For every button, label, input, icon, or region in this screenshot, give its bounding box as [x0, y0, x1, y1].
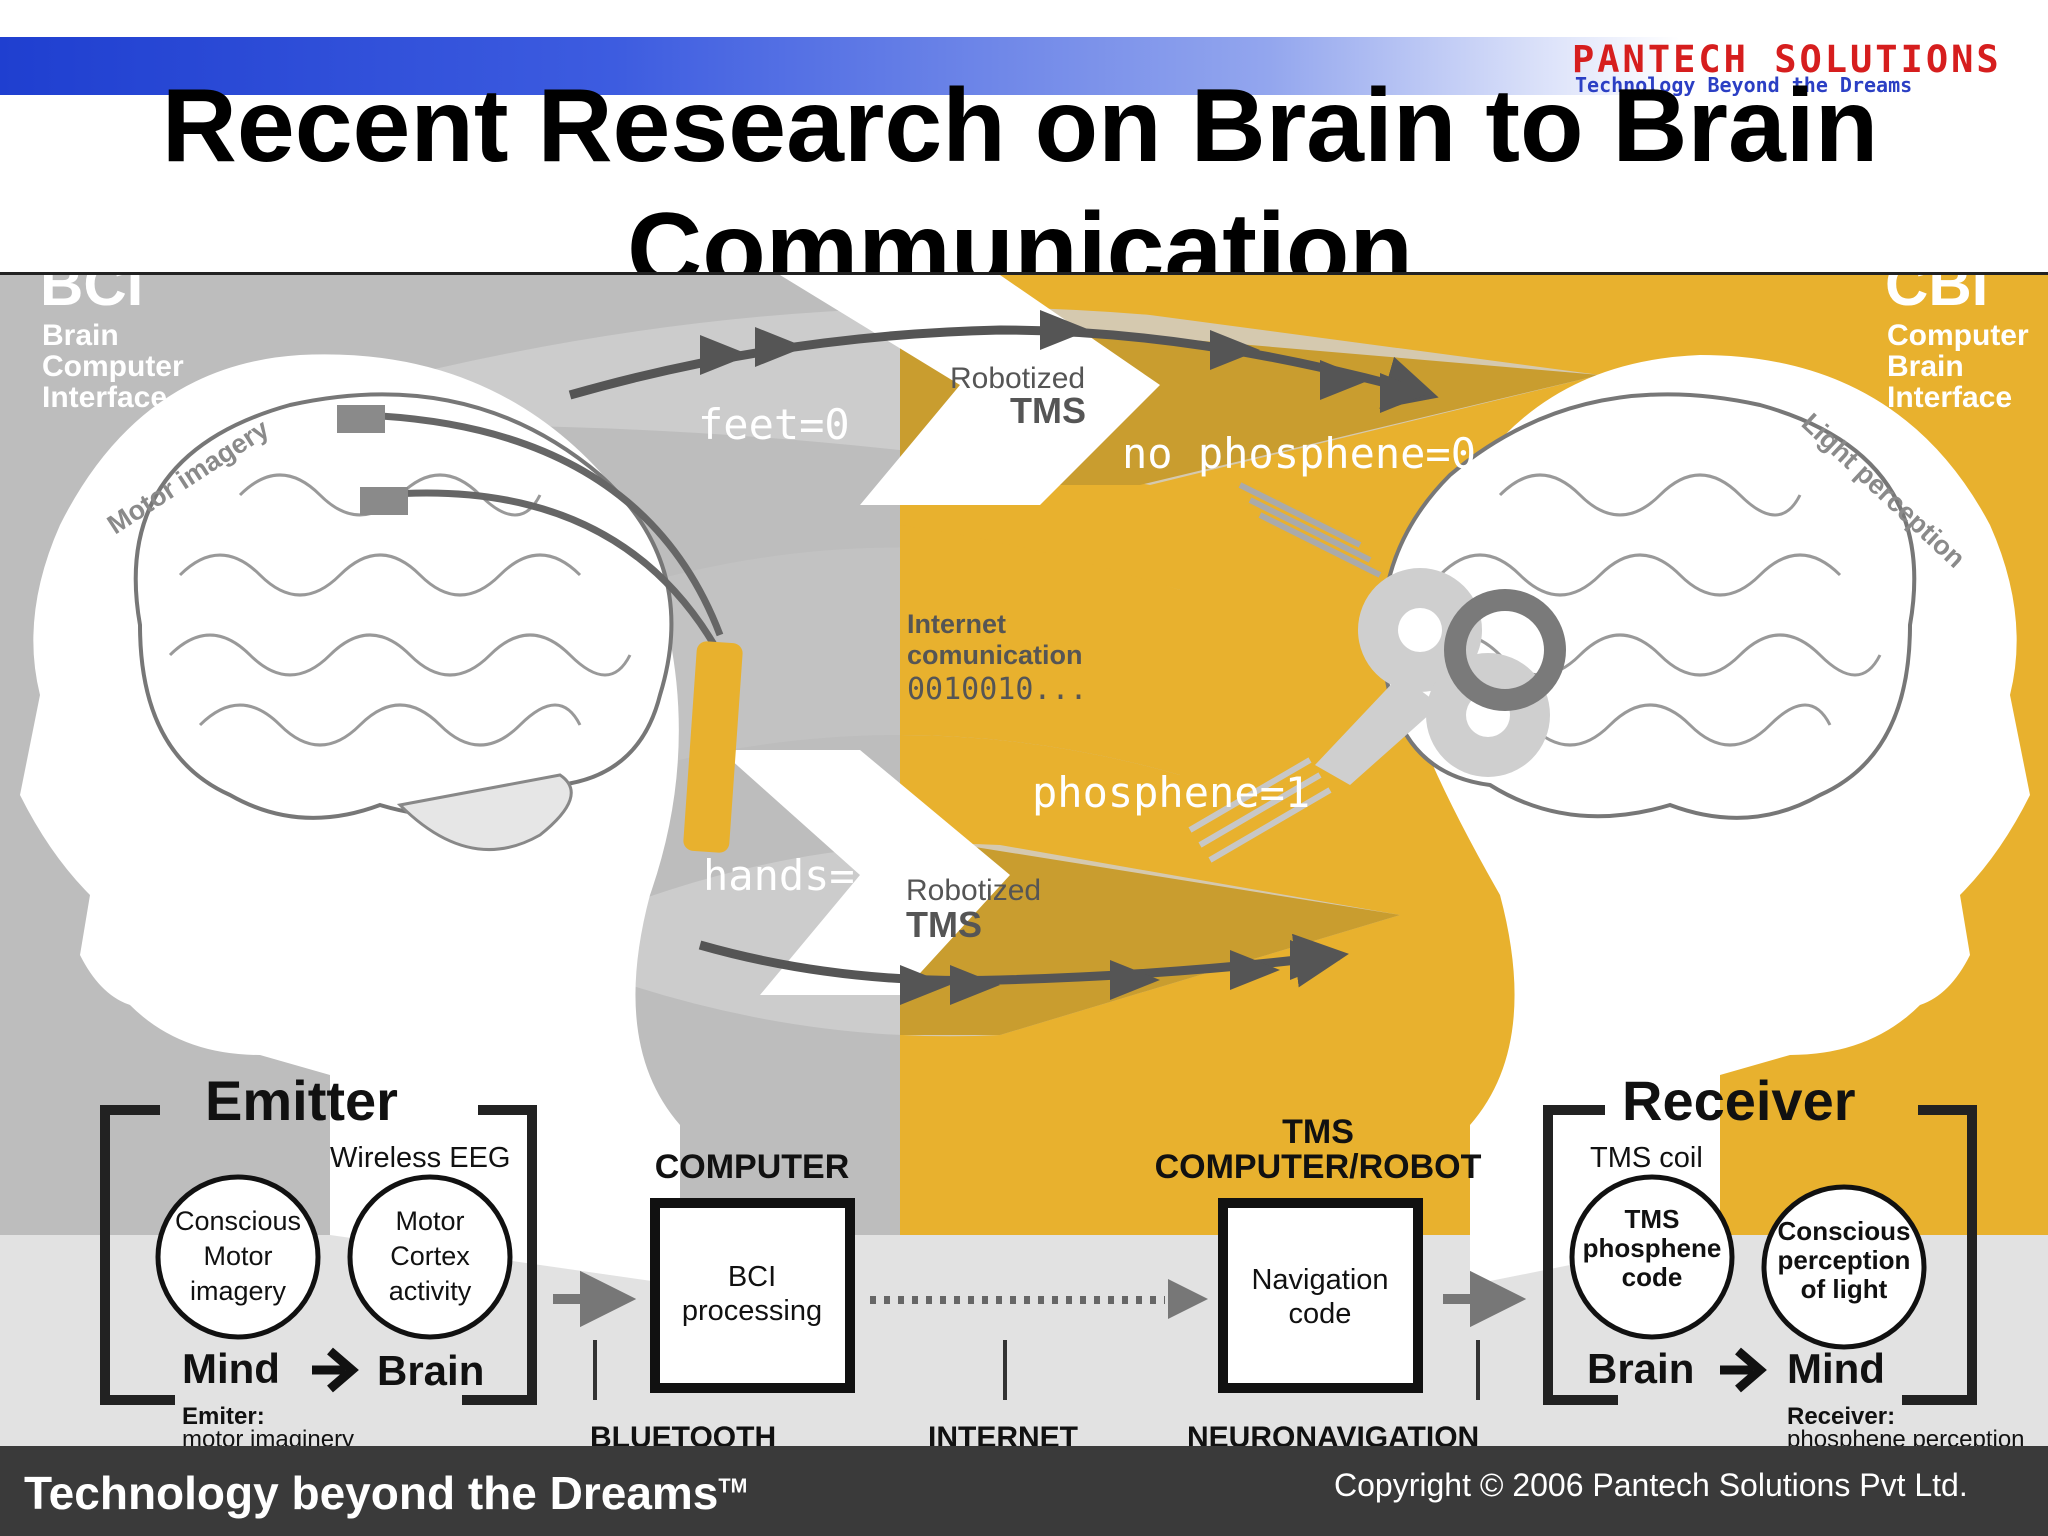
slide-title: Recent Research on Brain to Brain Commun… [161, 68, 1879, 308]
bci-abbr: BCI [40, 275, 143, 318]
receiver-subcaption: phosphene perception [1787, 1426, 2025, 1446]
receiver-heading: Receiver [1622, 1069, 1856, 1132]
brain-to-brain-diagram: BCI Brain Computer Interface CBI Compute… [0, 275, 2048, 1446]
computer-heading: COMPUTER [655, 1148, 850, 1186]
wireless-eeg-label: Wireless EEG [330, 1142, 510, 1174]
bci-line1: Brain [42, 319, 119, 352]
navigation-code-box [1218, 1198, 1423, 1393]
brain-to-mind-arrow-icon [1720, 1347, 1767, 1393]
bci-line2: Computer [42, 350, 184, 383]
slide-footer [0, 1446, 2048, 1536]
emitter-bracket [100, 1105, 537, 1405]
tms-computer-2: COMPUTER/ROBOT [1155, 1148, 1482, 1186]
bci-processing-2: processing [682, 1295, 822, 1327]
left-cerebellum [396, 773, 573, 851]
top-arrowheads [700, 310, 1430, 413]
navigation-code-2: code [1289, 1298, 1352, 1330]
navigation-code-1: Navigation [1251, 1264, 1388, 1296]
light-rays-bottom [1188, 757, 1332, 863]
motor-cortex-2: Cortex [390, 1241, 470, 1271]
mind-right-label: Mind [1787, 1345, 1885, 1392]
tms-coil-label: TMS coil [1590, 1142, 1703, 1174]
bottom-arrowheads [900, 940, 1340, 1005]
no-phosphene-label: no phosphene=0 [1122, 429, 1476, 478]
conscious-light-circle [1761, 1184, 1927, 1350]
tms-phosphene-3: code [1622, 1262, 1683, 1292]
bci-processing-box [650, 1198, 855, 1393]
conscious-light-3: of light [1801, 1274, 1888, 1304]
header-gradient-bar [0, 37, 2048, 95]
footer-copyright: Copyright © 2006 Pantech Solutions Pvt L… [1334, 1467, 1968, 1503]
binary-label: 0010010... [907, 672, 1088, 707]
left-brain-folds [168, 473, 632, 747]
mind-left-label: Mind [182, 1345, 280, 1392]
receiver-bracket [1543, 1105, 1977, 1405]
motor-cortex-3: activity [389, 1276, 472, 1306]
cbi-line2: Brain [1887, 350, 1964, 383]
right-brain-folds [1418, 473, 1882, 747]
cbi-abbr: CBI [1885, 275, 1988, 318]
feet-label: feet=0 [698, 400, 850, 449]
arrow-to-navigation-icon [1168, 1279, 1208, 1319]
wireless-eeg-device [683, 641, 743, 853]
eeg-electrode-1 [337, 405, 385, 433]
header-divider [0, 272, 2048, 275]
tms-computer-1: TMS [1282, 1113, 1354, 1151]
conscious-motor-3: imagery [190, 1276, 287, 1306]
footer-tagline: Technology beyond the DreamsTM [24, 1466, 747, 1520]
logo-wordmark: PANTECH SOLUTIONS [1572, 38, 2002, 81]
cbi-line3: Interface [1887, 381, 2012, 414]
footer-tagline-text: Technology beyond the Dreams [24, 1467, 719, 1519]
neuronavigation-label: NEURONAVIGATION [1187, 1421, 1479, 1446]
arrow-to-receiver-icon [1443, 1270, 1527, 1328]
middle-band-yellow [900, 525, 1180, 775]
robotized-top-1: Robotized [950, 362, 1085, 395]
bci-processing-1: BCI [728, 1261, 776, 1293]
arrow-emitter-to-computer-icon [553, 1270, 637, 1328]
cbi-line1: Computer [1887, 319, 2029, 352]
tms-phosphene-circle [1569, 1174, 1735, 1340]
bottom-band-dark [900, 835, 1400, 1035]
mind-to-brain-arrow-icon [312, 1347, 359, 1393]
bluetooth-label: BLUETOOTH [590, 1421, 776, 1446]
eeg-electrode-2 [360, 487, 408, 515]
emiter-subcaption: motor imaginery [182, 1426, 354, 1446]
brain-left-label: Brain [377, 1347, 484, 1394]
robotized-bottom-1: Robotized [906, 874, 1041, 907]
eeg-cable [359, 411, 724, 657]
hands-label: hands=1 [703, 851, 880, 900]
conscious-light-2: perception [1778, 1245, 1911, 1275]
emitter-heading: Emitter [205, 1069, 398, 1132]
receiver-caption: Receiver: [1787, 1403, 1895, 1430]
white-chevron-bottom [720, 750, 1010, 995]
robotized-top-2: TMS [1010, 390, 1086, 431]
internet-label: INTERNET [928, 1421, 1078, 1446]
conscious-motor-2: Motor [203, 1241, 272, 1271]
bci-line3: Interface [42, 381, 167, 414]
conscious-light-1: Conscious [1778, 1216, 1911, 1246]
conscious-motor-circle [155, 1174, 321, 1340]
internet-comm-1: Internet [907, 609, 1006, 639]
motor-cortex-1: Motor [395, 1206, 464, 1236]
phosphene-label: phosphene=1 [1032, 768, 1310, 817]
trademark-mark: TM [718, 1475, 748, 1498]
light-rays-top [1238, 482, 1382, 578]
brain-right-label: Brain [1587, 1345, 1694, 1392]
emiter-caption: Emiter: [182, 1403, 265, 1430]
robotized-bottom-2: TMS [906, 904, 982, 945]
tms-phosphene-2: phosphene [1583, 1233, 1722, 1263]
internet-comm-2: comunication [907, 640, 1083, 670]
motor-cortex-circle [347, 1174, 513, 1340]
tms-phosphene-1: TMS [1625, 1204, 1680, 1234]
logo-tagline: Technology Beyond the Dreams [1575, 73, 1913, 97]
conscious-motor-1: Conscious [175, 1206, 301, 1236]
tms-coil-device [1315, 568, 1566, 785]
